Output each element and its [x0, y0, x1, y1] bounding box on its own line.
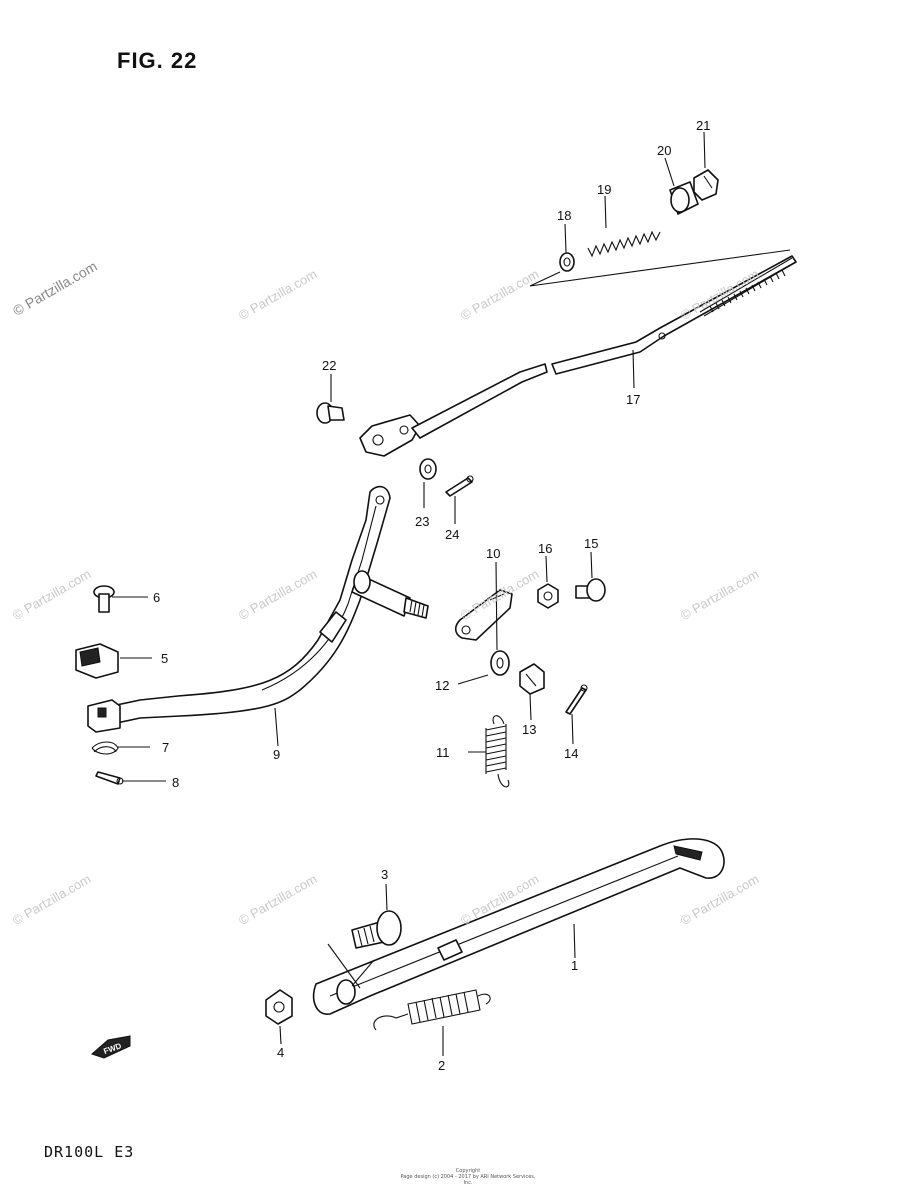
figure-title: FIG. 22 — [117, 48, 198, 73]
bolt-3 — [351, 910, 402, 949]
callout-5: 5 — [161, 651, 168, 666]
callout-4: 4 — [277, 1045, 284, 1060]
spring-2 — [373, 989, 491, 1031]
washer-12 — [490, 650, 510, 676]
brake-pedal — [87, 485, 429, 733]
callout-12: 12 — [435, 678, 449, 693]
callout-24: 24 — [445, 527, 459, 542]
nut-4 — [265, 989, 293, 1025]
bolt-15 — [575, 578, 606, 602]
callout-20: 20 — [657, 143, 671, 158]
footer-copyright: Copyright Page design (c) 2004 - 2017 by… — [400, 1168, 536, 1186]
callout-16: 16 — [538, 541, 552, 556]
callout-10: 10 — [486, 546, 500, 561]
callout-15: 15 — [584, 536, 598, 551]
callout-9: 9 — [273, 747, 280, 762]
washer-23 — [419, 458, 437, 480]
spring-7 — [91, 741, 119, 755]
callout-11: 11 — [436, 745, 450, 760]
nut-21 — [693, 169, 719, 201]
callout-19: 19 — [597, 182, 611, 197]
callout-22: 22 — [322, 358, 336, 373]
nut-16 — [537, 583, 559, 609]
callout-17: 17 — [626, 392, 640, 407]
model-label: DR100L E3 — [44, 1143, 135, 1161]
callout-6: 6 — [153, 590, 160, 605]
callout-23: 23 — [415, 514, 429, 529]
cotter-pin-24 — [445, 475, 474, 497]
spring-19 — [587, 230, 661, 258]
callout-18: 18 — [557, 208, 571, 223]
brake-rod — [359, 255, 797, 457]
fwd-arrow-icon: FWD — [91, 1035, 131, 1059]
callout-14: 14 — [564, 746, 578, 761]
callout-21: 21 — [696, 118, 710, 133]
washer-18 — [559, 252, 575, 272]
cotter-pin-8 — [95, 771, 124, 785]
callout-numbers: 1 2 3 4 5 6 7 8 9 10 11 12 13 14 15 16 1… — [153, 118, 710, 1073]
nut-13 — [519, 663, 545, 695]
pin-22 — [316, 402, 345, 424]
bracket-5 — [75, 643, 119, 679]
bolt-6 — [93, 585, 115, 613]
cotter-pin-14 — [565, 684, 588, 715]
callout-1: 1 — [571, 958, 578, 973]
spring-11 — [485, 715, 510, 788]
collar-20 — [669, 181, 699, 215]
callout-2: 2 — [438, 1058, 445, 1073]
lever-plate-10 — [454, 589, 513, 641]
leader-line — [327, 943, 375, 989]
callout-leaders — [112, 131, 706, 1056]
side-stand — [312, 838, 725, 1015]
callout-3: 3 — [381, 867, 388, 882]
callout-7: 7 — [162, 740, 169, 755]
leader-line — [529, 249, 791, 287]
callout-13: 13 — [522, 722, 536, 737]
callout-8: 8 — [172, 775, 179, 790]
